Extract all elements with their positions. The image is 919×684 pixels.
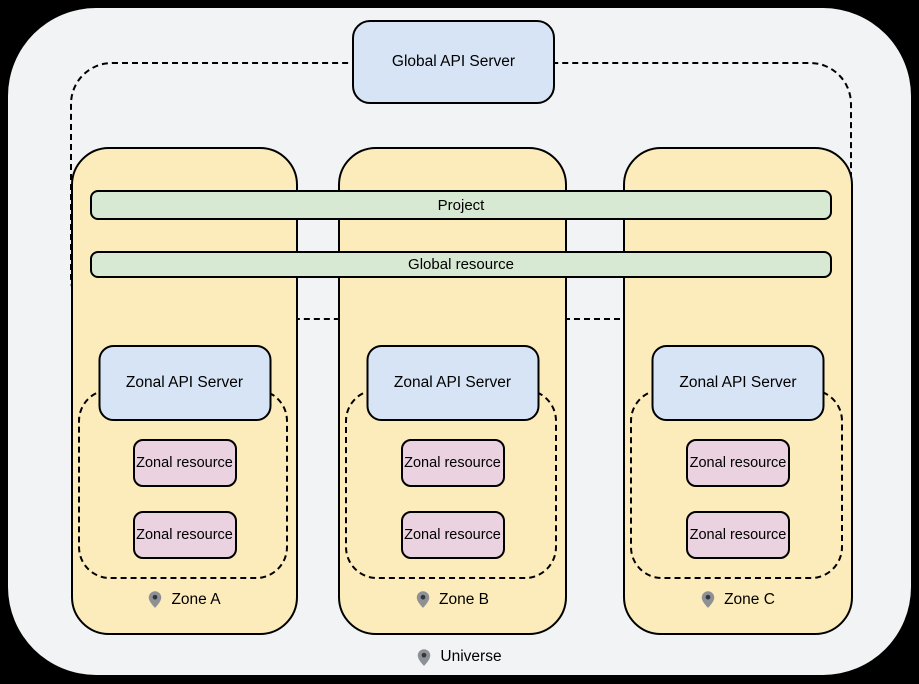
global-resource-bar-label: Global resource: [408, 256, 514, 273]
zone-c-zonal-resource-box: Zonal resource: [686, 439, 790, 487]
project-bar-label: Project: [437, 196, 485, 214]
zonal-api-server-label: Zonal API Server: [393, 374, 512, 391]
zone-b-zonal-resource-box: Zonal resource: [400, 511, 505, 559]
zonal-api-server-label: Zonal API Server: [125, 374, 244, 391]
zone-a-label: Zone A: [73, 590, 296, 609]
zone-c-container: Zonal API Server Zonal resource Zonal re…: [623, 147, 853, 635]
zone-a-zonal-resource-box: Zonal resource: [132, 439, 237, 487]
global-resource-bar: Global resource: [90, 251, 832, 278]
location-pin-icon: [418, 648, 431, 666]
zone-a-zonal-api-server-box: Zonal API Server: [98, 345, 271, 421]
location-pin-icon: [701, 591, 715, 608]
zone-b-label: Zone B: [340, 590, 565, 609]
location-pin-icon: [149, 591, 162, 608]
zone-a-zonal-resource-box: Zonal resource: [132, 511, 237, 559]
zonal-resource-label: Zonal resource: [689, 526, 787, 543]
location-pin-icon: [416, 591, 430, 608]
zone-label-text: Zone C: [724, 590, 775, 608]
zone-a-container: Zonal API Server Zonal resource Zonal re…: [71, 147, 298, 635]
zonal-api-server-label: Zonal API Server: [679, 374, 797, 391]
global-api-server-label: Global API Server: [391, 53, 516, 70]
zonal-resource-label: Zonal resource: [404, 454, 501, 471]
zonal-resource-label: Zonal resource: [136, 526, 233, 543]
project-bar: Project: [90, 190, 832, 220]
zone-b-zonal-resource-box: Zonal resource: [400, 439, 505, 487]
zone-c-zonal-api-server-box: Zonal API Server: [651, 345, 825, 421]
zone-b-zonal-api-server-box: Zonal API Server: [366, 345, 539, 421]
zone-b-container: Zonal API Server Zonal resource Zonal re…: [338, 147, 567, 635]
zone-c-label: Zone C: [625, 590, 851, 609]
universe-label: Universe: [0, 643, 919, 671]
zonal-resource-label: Zonal resource: [136, 454, 233, 471]
zone-label-text: Zone B: [439, 590, 489, 608]
zone-c-zonal-resource-box: Zonal resource: [686, 511, 790, 559]
global-api-server-box: Global API Server: [352, 20, 555, 104]
universe-label-text: Universe: [440, 648, 502, 665]
zone-label-text: Zone A: [171, 590, 221, 608]
zonal-resource-label: Zonal resource: [689, 454, 787, 471]
zonal-resource-label: Zonal resource: [404, 526, 501, 543]
